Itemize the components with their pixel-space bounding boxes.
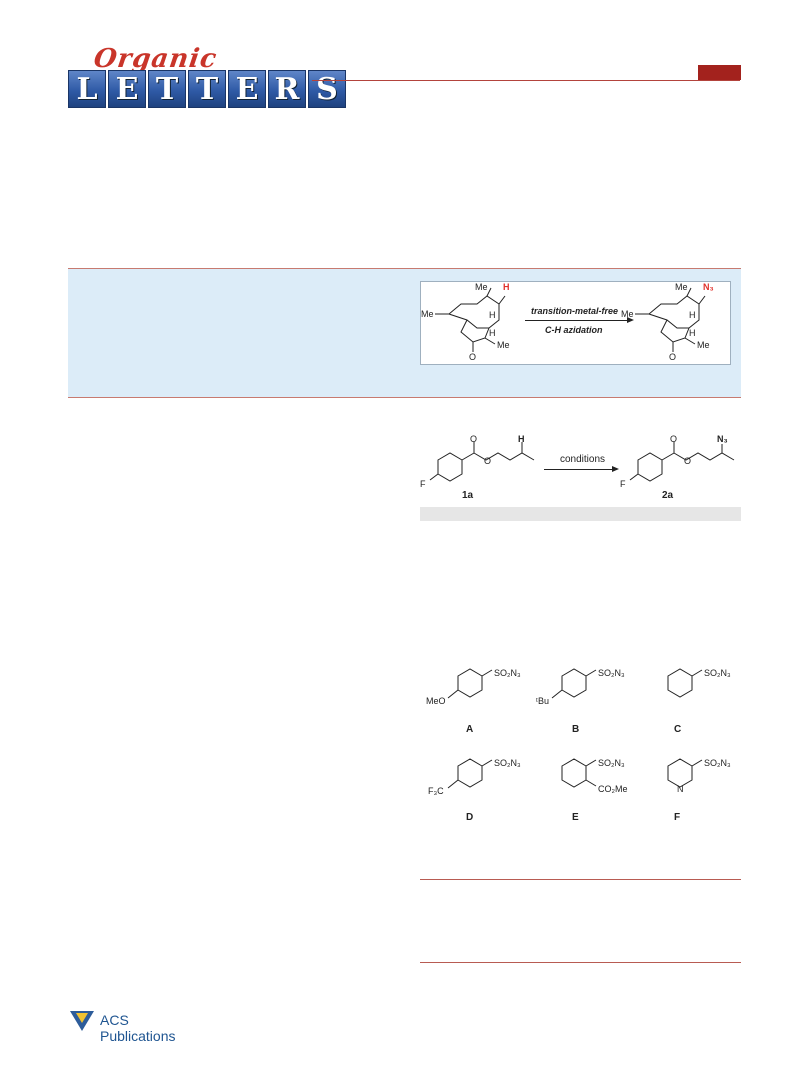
reagent-c-group: SO₂N₃ — [704, 668, 731, 678]
toc-right-me-top: Me — [675, 282, 688, 292]
product-o-carbonyl: O — [670, 434, 678, 444]
product-label: 2a — [662, 490, 674, 501]
reagent-b-letter: B — [572, 724, 580, 735]
reagent-b-group: SO₂N₃ — [598, 668, 625, 678]
toc-arrowhead — [627, 317, 634, 323]
product-f: F — [620, 479, 626, 489]
toc-left-me-top: Me — [475, 282, 488, 292]
header-tab — [698, 65, 741, 80]
conditions-label: conditions — [560, 454, 606, 465]
logo-letter: E — [228, 70, 266, 108]
toc-left-me-left: Me — [421, 309, 434, 319]
toc-graphic: Me H Me H H Me O transition-metal-free C… — [420, 281, 731, 365]
acs-publications-text: ACS Publications — [100, 1012, 176, 1044]
toc-left-h-ring: H — [489, 310, 496, 320]
toc-structures — [435, 287, 706, 352]
reagent-a-sub: MeO — [426, 696, 446, 706]
toc-arrow — [525, 320, 629, 321]
reagent-b-sub: ᵗBu — [536, 696, 549, 706]
toc-right-me-left: Me — [621, 309, 634, 319]
reagent-a-letter: A — [466, 724, 474, 735]
logo-letter: R — [268, 70, 306, 108]
reagent-e-sub: CO₂Me — [598, 784, 628, 794]
toc-left-o: O — [469, 352, 477, 362]
product-n3: N₃ — [717, 434, 728, 444]
footnote-rule-bottom — [420, 962, 741, 963]
reagent-d-letter: D — [466, 812, 474, 823]
toc-right-h-ring: H — [689, 310, 696, 320]
reagent-a-group: SO₂N₃ — [494, 668, 521, 678]
reagent-d-group: SO₂N₃ — [494, 758, 521, 768]
logo-letter: L — [68, 70, 106, 108]
logo-letter: S — [308, 70, 346, 108]
reagent-e-letter: E — [572, 812, 579, 823]
acs-emblem-icon — [70, 1011, 94, 1031]
toc-right-h-lower: H — [689, 328, 696, 338]
reagent-f-sub: N — [677, 784, 684, 794]
reaction-scheme: O O H F 1a conditions O O N₃ F 2a — [420, 434, 741, 504]
reagent-structures — [447, 668, 703, 789]
journal-logo: Organic L E T T E R S — [68, 44, 346, 110]
logo-letter: T — [148, 70, 186, 108]
header-rule — [312, 80, 740, 81]
toc-left-me-lower: Me — [497, 340, 510, 350]
footnote-rule-top — [420, 879, 741, 880]
logo-letter: T — [188, 70, 226, 108]
toc-right-o: O — [669, 352, 677, 362]
substrate-o-carbonyl: O — [470, 434, 478, 444]
product-o-ester: O — [684, 456, 692, 466]
substrate-h: H — [518, 434, 525, 444]
reagent-f-group: SO₂N₃ — [704, 758, 731, 768]
substrate-label: 1a — [462, 490, 474, 501]
logo-letters: L E T T E R S — [68, 70, 346, 108]
substrate-f: F — [420, 479, 426, 489]
reaction-structures — [429, 442, 735, 482]
toc-left-h-lower: H — [489, 328, 496, 338]
reagent-d-sub: F₃C — [428, 786, 444, 796]
toc-right-me-lower: Me — [697, 340, 710, 350]
toc-right-n3-highlight: N₃ — [703, 282, 714, 292]
scheme-arrow — [544, 469, 614, 470]
reagent-f-letter: F — [674, 812, 681, 823]
toc-arrow-top-label: transition-metal-free — [531, 306, 619, 316]
reagent-e-group: SO₂N₃ — [598, 758, 625, 768]
scheme-arrowhead — [612, 466, 619, 472]
toc-left-h-highlight: H — [503, 282, 510, 292]
reagent-c-letter: C — [674, 724, 682, 735]
table-header-bar — [420, 507, 741, 521]
logo-letter: E — [108, 70, 146, 108]
substrate-o-ester: O — [484, 456, 492, 466]
reagent-grid: SO₂N₃ MeO A SO₂N₃ ᵗBu B SO₂N₃ C SO₂N₃ F₃… — [420, 662, 741, 832]
toc-arrow-bottom-label: C-H azidation — [545, 325, 603, 335]
acs-publications-logo[interactable]: ACS Publications — [68, 1007, 208, 1044]
